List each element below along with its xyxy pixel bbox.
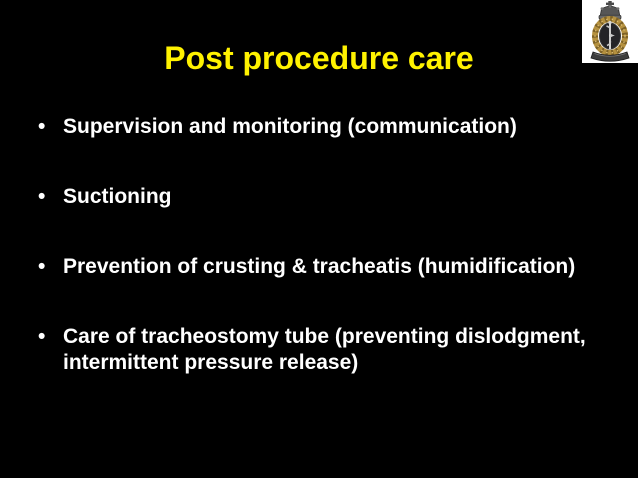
bullet-dot: • <box>38 255 46 278</box>
bullet-list: • Supervision and monitoring (communicat… <box>36 114 596 420</box>
bullet-item-crusting-prevention: • Prevention of crusting & tracheatis (h… <box>36 254 596 280</box>
crest-icon <box>590 1 630 62</box>
bullet-dot: • <box>38 115 46 138</box>
bullet-text: Suctioning <box>63 185 172 208</box>
bullet-text: Prevention of crusting & tracheatis (hum… <box>63 255 576 278</box>
bullet-item-supervision: • Supervision and monitoring (communicat… <box>36 114 596 140</box>
bullet-item-tube-care: • Care of tracheostomy tube (preventing … <box>36 324 596 376</box>
slide-title: Post procedure care <box>164 40 474 76</box>
bullet-text: Supervision and monitoring (communicatio… <box>63 115 517 138</box>
army-medical-corps-logo <box>582 0 638 63</box>
bullet-item-suctioning: • Suctioning <box>36 184 596 210</box>
bullet-dot: • <box>38 185 46 208</box>
bullet-dot: • <box>38 325 46 348</box>
bullet-text: Care of tracheostomy tube (preventing di… <box>63 325 586 374</box>
